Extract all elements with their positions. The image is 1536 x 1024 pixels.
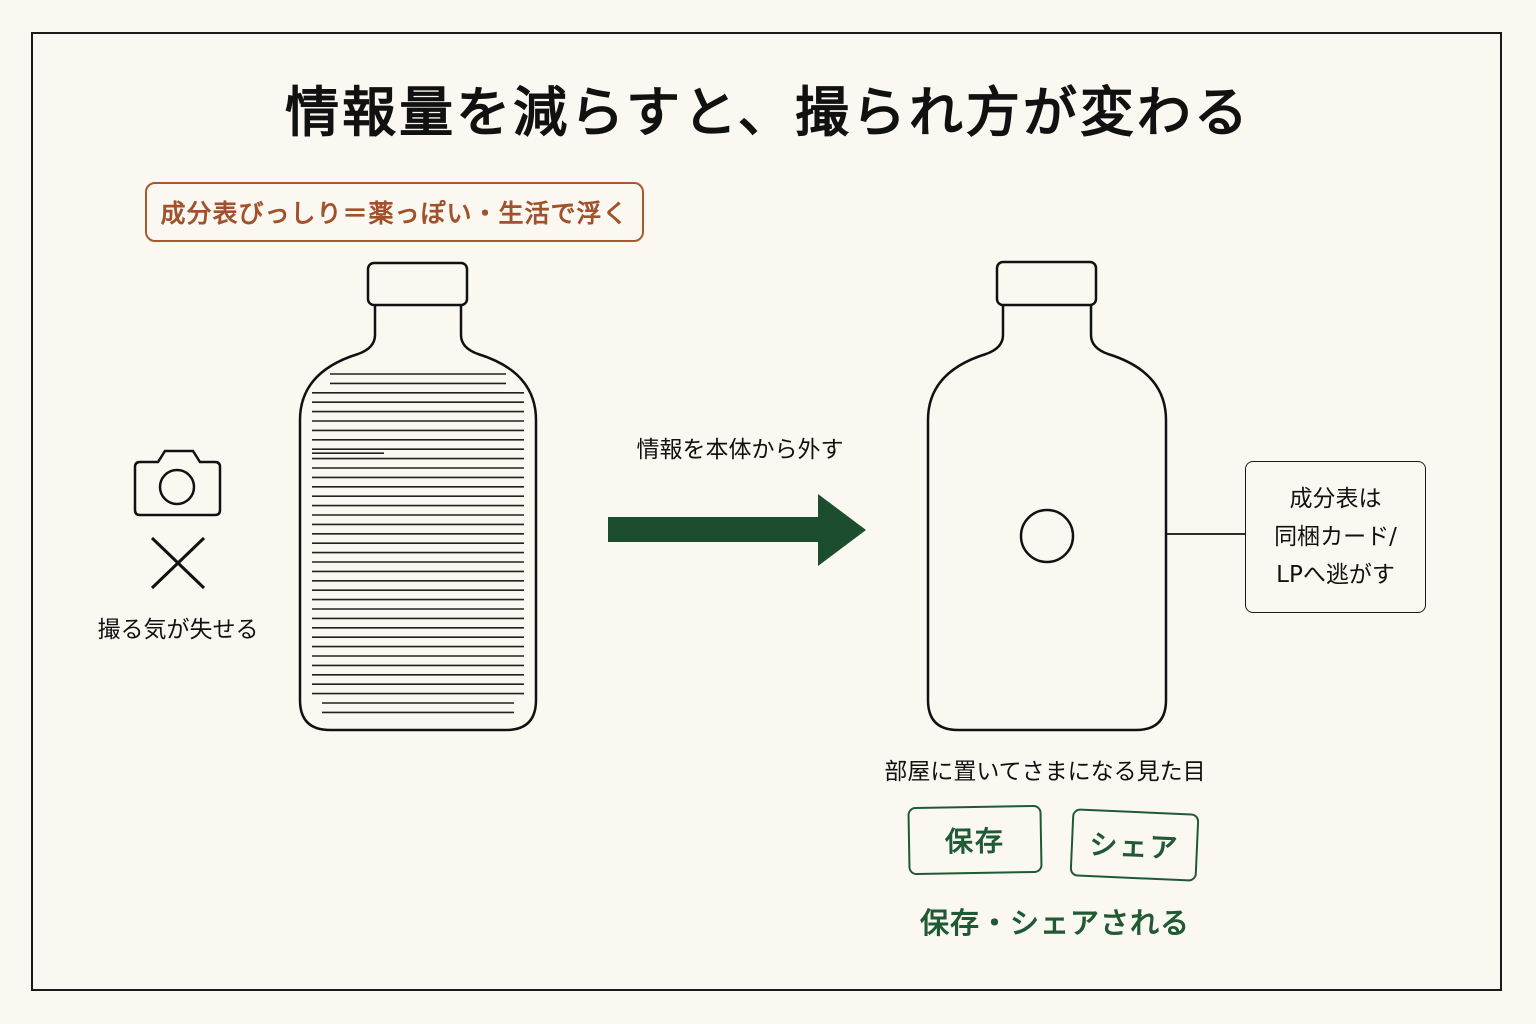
bottle-clean xyxy=(926,260,1168,732)
share-tag-label: シェア xyxy=(1088,828,1181,865)
ingredient-lines xyxy=(312,373,524,714)
result-text: 保存・シェアされる xyxy=(919,906,1190,940)
note-line-2: 同梱カード/ xyxy=(1274,524,1397,550)
camera-caption: 撮る気が失せる xyxy=(97,617,259,643)
save-tag: 保存 xyxy=(907,804,1043,876)
warning-box: 成分表びっしり＝薬っぽい・生活で浮く xyxy=(145,182,644,242)
note-line-1: 成分表は xyxy=(1289,486,1382,512)
ingredient-note-box: 成分表は 同梱カード/ LPへ逃がす xyxy=(1245,461,1426,613)
save-tag-label: 保存 xyxy=(944,824,1006,859)
appearance-caption: 部屋に置いてさまになる見た目 xyxy=(884,759,1206,785)
arrow-label: 情報を本体から外す xyxy=(636,437,844,463)
diagram-title: 情報量を減らすと、撮られ方が変わる xyxy=(285,80,1251,144)
warning-text: 成分表びっしり＝薬っぽい・生活で浮く xyxy=(160,199,629,228)
share-tag: シェア xyxy=(1069,808,1200,882)
cross-icon xyxy=(150,536,206,590)
logo-mark-icon xyxy=(1019,508,1075,564)
camera-icon xyxy=(133,449,222,517)
note-line-3: LPへ逃がす xyxy=(1276,562,1395,588)
arrow-icon xyxy=(608,494,866,566)
diagram-frame xyxy=(31,32,1502,991)
bottle-cluttered xyxy=(298,261,538,732)
